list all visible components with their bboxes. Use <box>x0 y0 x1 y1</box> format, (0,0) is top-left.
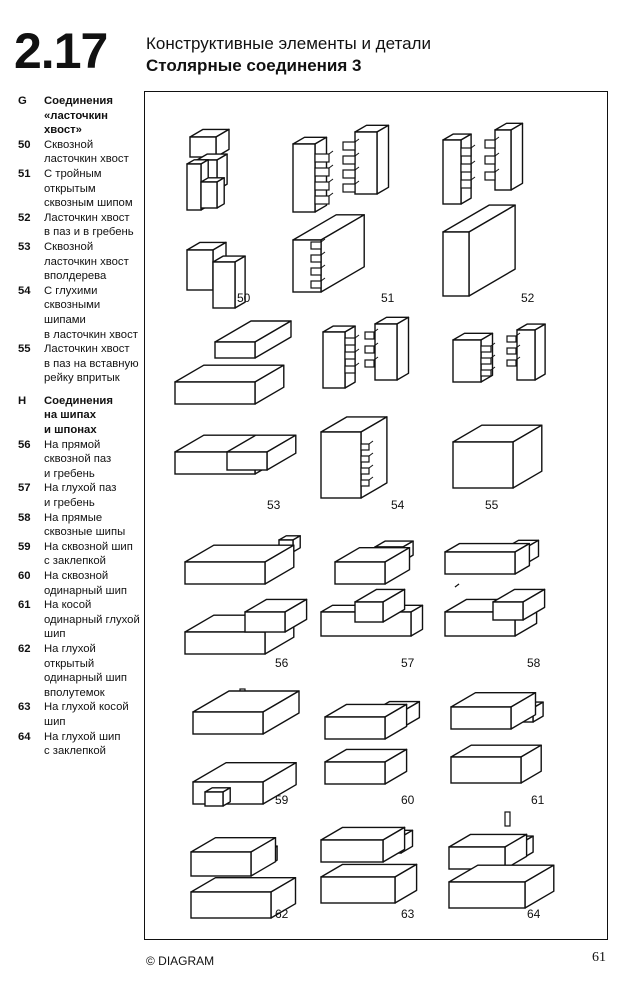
page-title: Столярные соединения 3 <box>146 56 362 75</box>
legend-group-g: G Соединения «ласточкин хвост» <box>18 94 142 138</box>
joint-50 <box>186 128 246 309</box>
section-number: 2.17 <box>14 23 108 79</box>
joint-label-61: 61 <box>531 793 545 807</box>
joint-label-58: 58 <box>527 656 541 670</box>
legend-group-title: Соединения «ласточкин хвост» <box>44 95 113 137</box>
joint-53 <box>174 320 297 475</box>
joints-illustration: 50 51 52 53 54 55 56 57 58 59 60 61 62 63 64 <box>174 122 555 921</box>
legend-group-letter: H <box>18 394 27 407</box>
legend-group-title: Соединения на шипах и шпонах <box>44 394 113 437</box>
joint-label-54: 54 <box>391 498 405 512</box>
joint-51 <box>292 124 390 293</box>
page-number: 61 <box>592 950 606 965</box>
joint-57 <box>320 540 424 637</box>
joint-label-60: 60 <box>401 793 415 807</box>
legend-group-letter: G <box>18 95 27 107</box>
joint-61 <box>450 692 544 784</box>
joint-52 <box>442 122 524 297</box>
joint-label-51: 51 <box>381 291 395 305</box>
illustration-frame: 50 51 52 53 54 55 56 57 58 59 60 61 62 63 64 <box>144 91 608 940</box>
joint-label-53: 53 <box>267 498 281 512</box>
chapter-title: Конструктивные элементы и детали <box>146 34 431 53</box>
joint-54 <box>320 316 410 499</box>
joint-55 <box>452 323 546 489</box>
joint-63 <box>320 826 418 904</box>
joint-label-59: 59 <box>275 793 289 807</box>
legend-group-h: H Соединения на шипах и шпонах <box>18 394 142 438</box>
joint-59 <box>192 688 300 807</box>
joint-62 <box>190 837 297 919</box>
joint-label-63: 63 <box>401 907 415 921</box>
joint-label-62: 62 <box>275 907 289 921</box>
joint-64 <box>448 811 555 909</box>
joint-60 <box>324 700 421 785</box>
joint-label-52: 52 <box>521 291 535 305</box>
legend-list: G Соединения «ласточкин хвост» 50 Сквозн… <box>18 94 142 759</box>
copyright-label: © DIAGRAM <box>146 954 215 968</box>
joint-label-57: 57 <box>401 656 415 670</box>
joint-56 <box>184 535 308 655</box>
joint-label-56: 56 <box>275 656 289 670</box>
joint-58 <box>444 539 546 637</box>
joint-label-50: 50 <box>237 291 251 305</box>
joint-label-64: 64 <box>527 907 541 921</box>
joint-label-55: 55 <box>485 498 499 512</box>
